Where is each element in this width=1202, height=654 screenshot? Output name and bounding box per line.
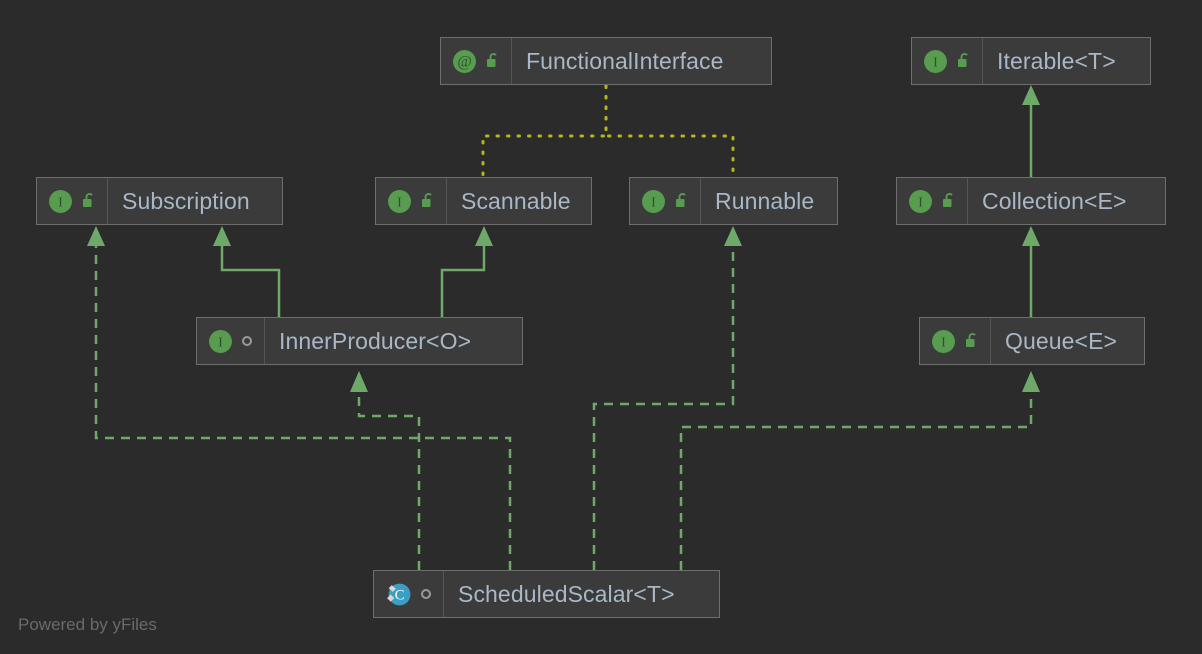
svg-text:@: @ bbox=[457, 53, 471, 70]
annotation-icon: @ bbox=[453, 49, 476, 73]
edge-innerproducer-to-scannable bbox=[440, 226, 493, 317]
node-icon-group: I bbox=[912, 38, 983, 84]
edge-scheduledscalar-to-runnable bbox=[592, 226, 742, 570]
public-lock-icon bbox=[487, 53, 497, 67]
interface-icon: I bbox=[49, 189, 72, 213]
svg-text:I: I bbox=[218, 334, 223, 349]
interface-icon: I bbox=[932, 329, 955, 353]
node-collection[interactable]: I Collection<E> bbox=[896, 177, 1166, 225]
node-label: Scannable bbox=[461, 187, 571, 214]
public-lock-icon bbox=[422, 193, 432, 207]
node-label: Runnable bbox=[715, 187, 815, 214]
svg-text:C: C bbox=[395, 587, 405, 603]
node-iterable[interactable]: I Iterable<T> bbox=[911, 37, 1151, 85]
package-private-circle-icon bbox=[242, 336, 252, 346]
interface-icon: I bbox=[909, 189, 932, 213]
public-lock-icon bbox=[676, 193, 686, 207]
svg-text:I: I bbox=[58, 194, 63, 209]
node-functional-interface[interactable]: @ FunctionalInterface bbox=[440, 37, 772, 85]
node-subscription[interactable]: I Subscription bbox=[36, 177, 283, 225]
node-icon-group: I bbox=[37, 178, 108, 224]
node-label: ScheduledScalar<T> bbox=[458, 580, 675, 607]
edge-scannable-to-functionalinterface bbox=[481, 84, 608, 178]
yfiles-watermark: Powered by yFiles bbox=[18, 615, 157, 634]
node-icon-group: I bbox=[630, 178, 701, 224]
node-icon-group: I bbox=[376, 178, 447, 224]
node-label: Iterable<T> bbox=[997, 47, 1116, 74]
svg-text:I: I bbox=[941, 334, 946, 349]
edge-queue-to-collection bbox=[1022, 226, 1040, 317]
node-label: Collection<E> bbox=[982, 187, 1127, 214]
node-label: InnerProducer<O> bbox=[279, 327, 472, 354]
package-private-circle-icon bbox=[421, 589, 431, 599]
svg-text:I: I bbox=[651, 194, 656, 209]
class-icon: C bbox=[387, 583, 411, 605]
edge-collection-to-iterable bbox=[1022, 85, 1040, 177]
public-lock-icon bbox=[943, 193, 953, 207]
public-lock-icon bbox=[83, 193, 93, 207]
edge-scheduledscalar-to-innerproducer bbox=[350, 371, 421, 570]
svg-text:I: I bbox=[933, 54, 938, 69]
interface-icon: I bbox=[924, 49, 947, 73]
node-icon-group: C bbox=[374, 571, 444, 617]
interface-icon: I bbox=[642, 189, 665, 213]
svg-text:I: I bbox=[397, 194, 402, 209]
node-label: Subscription bbox=[122, 187, 250, 214]
node-scheduled-scalar[interactable]: C ScheduledScalar<T> bbox=[373, 570, 720, 618]
node-runnable[interactable]: I Runnable bbox=[629, 177, 838, 225]
node-label: Queue<E> bbox=[1005, 327, 1118, 354]
node-inner-producer[interactable]: I InnerProducer<O> bbox=[196, 317, 523, 365]
node-icon-group: I bbox=[897, 178, 968, 224]
svg-text:I: I bbox=[918, 194, 923, 209]
interface-icon: I bbox=[388, 189, 411, 213]
node-scannable[interactable]: I Scannable bbox=[375, 177, 592, 225]
edge-runnable-to-functionalinterface bbox=[604, 84, 735, 178]
public-lock-icon bbox=[958, 53, 968, 67]
node-icon-group: I bbox=[197, 318, 265, 364]
edge-innerproducer-to-subscription bbox=[213, 226, 281, 317]
edge-scheduledscalar-to-subscription bbox=[87, 226, 512, 570]
node-icon-group: @ bbox=[441, 38, 512, 84]
node-queue[interactable]: I Queue<E> bbox=[919, 317, 1145, 365]
edge-scheduledscalar-to-queue bbox=[679, 371, 1040, 570]
public-lock-icon bbox=[966, 333, 976, 347]
node-icon-group: I bbox=[920, 318, 991, 364]
interface-icon: I bbox=[209, 329, 232, 353]
node-label: FunctionalInterface bbox=[526, 47, 724, 74]
